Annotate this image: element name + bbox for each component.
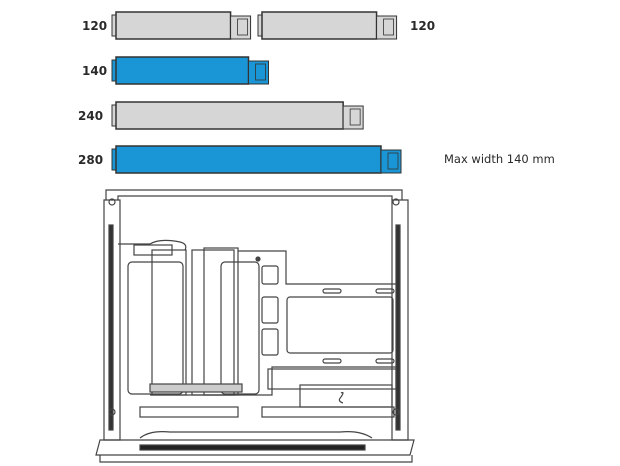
radiator-label-120-right: 120 (410, 19, 436, 33)
radiator-label-120-left: 120 (82, 19, 108, 33)
psu (267, 368, 397, 408)
radiator-240 (111, 101, 364, 130)
radiator-120 (257, 11, 398, 40)
gpu-and-cable (118, 239, 260, 396)
fans-and-base (95, 406, 415, 463)
radiator-140 (111, 56, 269, 85)
motherboard-tray (150, 250, 396, 396)
case-frame (103, 189, 409, 441)
radiator-label-240: 240 (78, 109, 104, 123)
radiator-120 (111, 11, 252, 40)
radiator-280 (111, 145, 402, 174)
radiator-label-280: 280 (78, 153, 104, 167)
max-width-note: Max width 140 mm (444, 152, 555, 166)
radiator-label-140: 140 (82, 64, 108, 78)
